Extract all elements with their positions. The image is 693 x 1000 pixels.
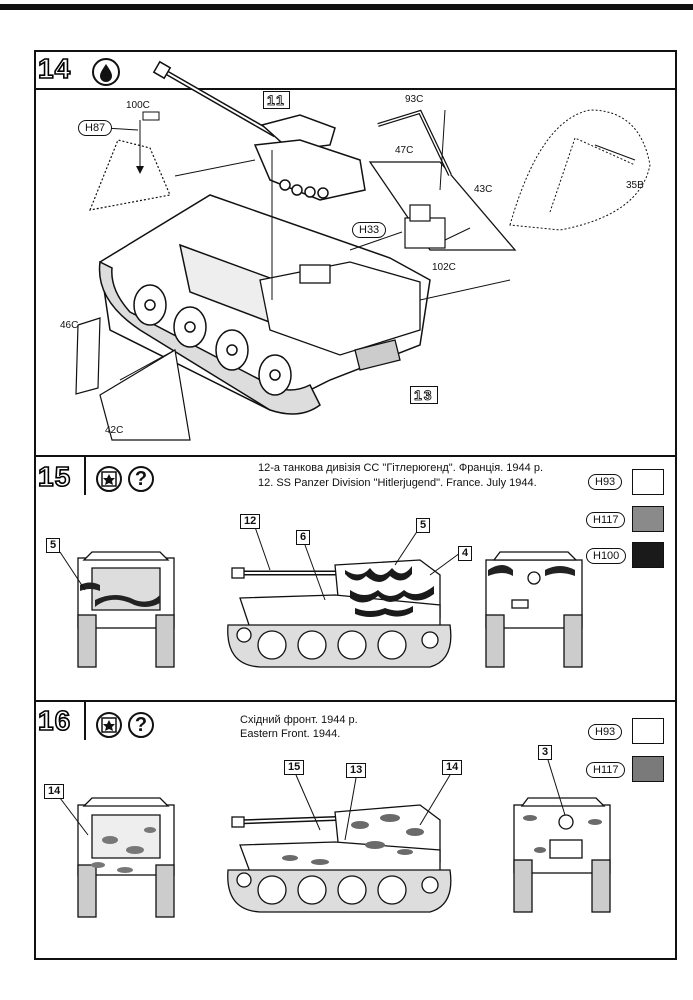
label-100c: 100C bbox=[126, 100, 150, 111]
label-11: 11 bbox=[263, 91, 290, 109]
paint-h117-code: H117 bbox=[586, 512, 626, 528]
step16-caption-en: Eastern Front. 1944. bbox=[240, 728, 341, 740]
step16-header-sep bbox=[84, 702, 86, 740]
step15-header-sep bbox=[84, 457, 86, 495]
question-icon: ? bbox=[128, 712, 154, 738]
step16-number: 16 bbox=[37, 705, 72, 737]
paint-h33: H33 bbox=[352, 222, 387, 238]
callout-turret: 5 bbox=[416, 518, 431, 533]
paint-h100-swatch bbox=[632, 542, 664, 568]
label-43c: 43C bbox=[474, 184, 493, 195]
callout-gun: 15 bbox=[284, 760, 305, 775]
paint-h100-code: H100 bbox=[586, 548, 627, 564]
step14-header-rule bbox=[34, 88, 677, 90]
paint-h93-code: H93 bbox=[588, 724, 623, 740]
label-42c: 42C bbox=[105, 425, 124, 436]
callout-rear-side: 4 bbox=[458, 546, 473, 561]
top-rule bbox=[0, 4, 693, 10]
callout-hull: 6 bbox=[296, 530, 311, 545]
step14-number: 14 bbox=[37, 53, 72, 85]
glue-drop-icon bbox=[92, 58, 120, 86]
step15-caption-ua: 12-а танкова дивізія СС "Гітлерюгенд". Ф… bbox=[258, 462, 544, 474]
label-102c: 102C bbox=[432, 262, 456, 273]
question-icon: ? bbox=[128, 466, 154, 492]
instruction-frame bbox=[34, 50, 677, 960]
callout-gun: 12 bbox=[240, 514, 261, 529]
callout-rear: 3 bbox=[538, 745, 553, 760]
label-93c: 93C bbox=[405, 94, 424, 105]
paint-h87: H87 bbox=[78, 120, 113, 136]
step16-caption-ua: Східний фронт. 1944 р. bbox=[240, 714, 358, 726]
camouflage-star-icon bbox=[96, 466, 122, 492]
label-47c: 47C bbox=[395, 145, 414, 156]
label-46c: 46C bbox=[60, 320, 79, 331]
callout-hull: 13 bbox=[346, 763, 367, 778]
step15-caption-en: 12. SS Panzer Division "Hitlerjugend". F… bbox=[258, 477, 537, 489]
paint-h117-swatch bbox=[632, 756, 664, 782]
step16-divider bbox=[34, 700, 677, 702]
step15-number: 15 bbox=[37, 461, 72, 493]
label-13: 13 bbox=[410, 386, 438, 404]
camouflage-star-icon bbox=[96, 712, 122, 738]
label-35b: 35B bbox=[626, 180, 644, 191]
callout-front: 14 bbox=[44, 784, 65, 799]
paint-h117-code: H117 bbox=[586, 762, 626, 778]
paint-h93-code: H93 bbox=[588, 474, 623, 490]
callout-turret: 14 bbox=[442, 760, 463, 775]
paint-h117-swatch bbox=[632, 506, 664, 532]
callout-front: 5 bbox=[46, 538, 61, 553]
paint-h93-swatch bbox=[632, 718, 664, 744]
paint-h93-swatch bbox=[632, 469, 664, 495]
step15-divider bbox=[34, 455, 677, 457]
